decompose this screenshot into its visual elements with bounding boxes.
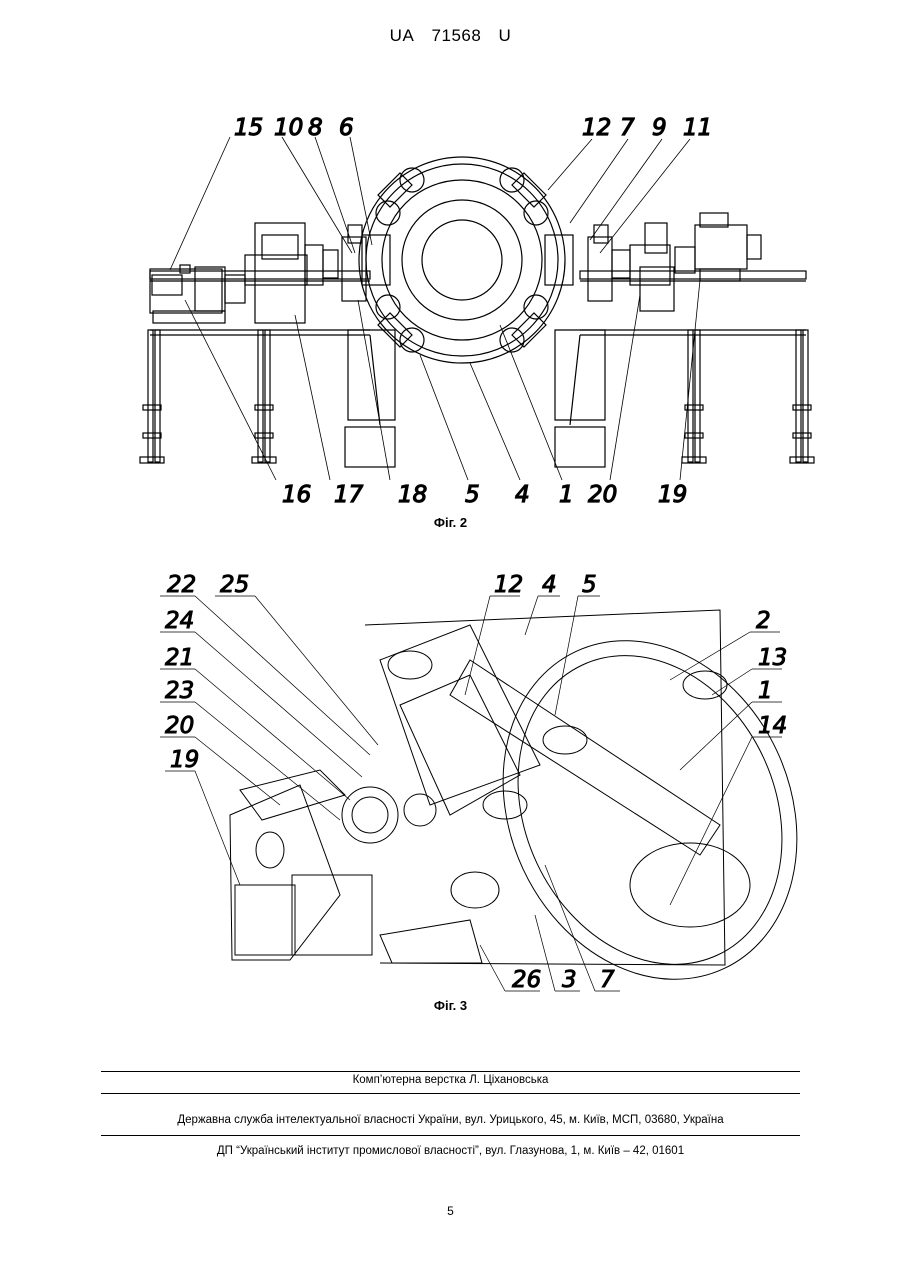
document-header: UA 71568 U xyxy=(0,26,901,46)
callout-24: 24 xyxy=(165,608,194,634)
doc-kind: U xyxy=(499,26,512,45)
callout-20: 20 xyxy=(165,713,194,739)
callout-12: 12 xyxy=(582,115,611,141)
agency-address: Державна служба інтелектуальної власност… xyxy=(0,1114,901,1126)
callout-3: 3 xyxy=(562,967,577,993)
footer-rule-2 xyxy=(101,1093,800,1094)
callout-19: 19 xyxy=(658,482,687,508)
layout-credit: Комп’ютерна верстка Л. Ціхановська xyxy=(0,1074,901,1086)
callout-1: 1 xyxy=(758,678,773,704)
callout-21: 21 xyxy=(165,645,194,671)
callout-10: 10 xyxy=(274,115,303,141)
figure-3-leader-lines xyxy=(160,596,782,991)
figure-3: 22 25 24 21 23 20 19 12 4 5 2 13 1 14 26… xyxy=(0,565,901,995)
callout-5: 5 xyxy=(465,482,480,508)
callout-7: 7 xyxy=(620,115,635,141)
doc-prefix: UA xyxy=(390,26,415,45)
callout-2: 2 xyxy=(756,608,771,634)
figure-3-caption: Фіг. 3 xyxy=(0,998,901,1013)
mill-drum xyxy=(359,157,573,363)
figure-2-drawing: 15 10 8 6 12 7 9 11 16 17 18 5 4 1 20 19 xyxy=(0,105,901,510)
callout-18: 18 xyxy=(398,482,427,508)
footer-rule-1 xyxy=(101,1071,800,1072)
callout-14: 14 xyxy=(758,713,787,739)
callout-25: 25 xyxy=(220,572,249,598)
callout-4: 4 xyxy=(515,482,530,508)
doc-number: 71568 xyxy=(432,26,482,45)
institute-address: ДП “Український інститут промислової вла… xyxy=(0,1145,901,1157)
callout-1: 1 xyxy=(559,482,574,508)
callout-19: 19 xyxy=(170,747,199,773)
callout-23: 23 xyxy=(165,678,194,704)
callout-22: 22 xyxy=(167,572,196,598)
callout-16: 16 xyxy=(282,482,311,508)
left-drive xyxy=(150,223,366,323)
leader-lines xyxy=(170,137,700,480)
callout-17: 17 xyxy=(334,482,364,508)
callout-4: 4 xyxy=(542,572,557,598)
callout-12: 12 xyxy=(494,572,523,598)
callout-11: 11 xyxy=(683,115,712,141)
callout-15: 15 xyxy=(234,115,263,141)
callout-6: 6 xyxy=(339,115,354,141)
figure-2: 15 10 8 6 12 7 9 11 16 17 18 5 4 1 20 19 xyxy=(0,105,901,510)
page-number: 5 xyxy=(0,1204,901,1218)
figure-3-drawing: 22 25 24 21 23 20 19 12 4 5 2 13 1 14 26… xyxy=(0,565,901,995)
callout-9: 9 xyxy=(652,115,667,141)
motor-reducer xyxy=(230,770,482,963)
callout-7: 7 xyxy=(600,967,615,993)
footer-rule-3 xyxy=(101,1135,800,1136)
figure-2-caption: Фіг. 2 xyxy=(0,515,901,530)
callout-20: 20 xyxy=(588,482,617,508)
support-frame xyxy=(140,271,814,467)
right-drive xyxy=(588,213,761,311)
callout-26: 26 xyxy=(512,967,541,993)
callout-5: 5 xyxy=(582,572,597,598)
callout-13: 13 xyxy=(758,645,787,671)
